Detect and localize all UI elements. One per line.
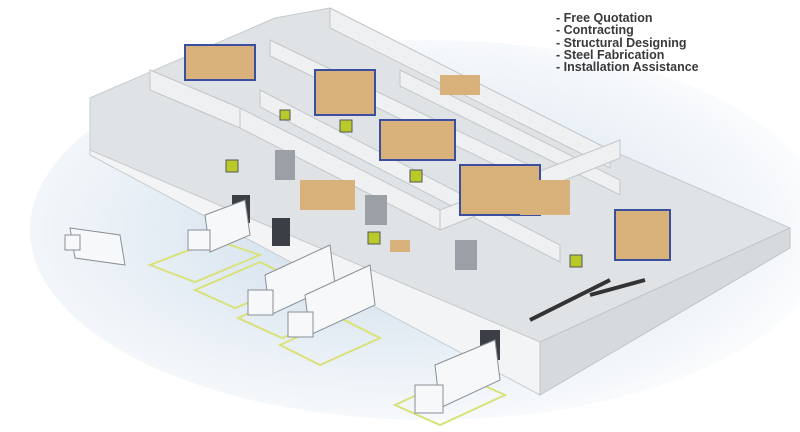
conveyor — [529, 278, 646, 322]
service-item: - Steel Fabrication — [556, 47, 665, 62]
service-item: - Contracting — [556, 23, 634, 38]
service-item: - Installation Assistance — [556, 60, 699, 75]
truck — [247, 244, 336, 316]
truck — [64, 227, 126, 266]
forklifts — [225, 109, 583, 268]
truck — [414, 339, 501, 414]
truck — [287, 264, 376, 338]
right-wall — [539, 227, 791, 396]
service-item: - Structural Designing — [556, 35, 687, 50]
service-item: - Free Quotation — [556, 11, 653, 25]
truck — [187, 199, 251, 253]
trucks — [64, 199, 501, 414]
storage-racks — [184, 44, 671, 261]
services-list: - Free Quotation - Contracting - Structu… — [556, 11, 699, 75]
